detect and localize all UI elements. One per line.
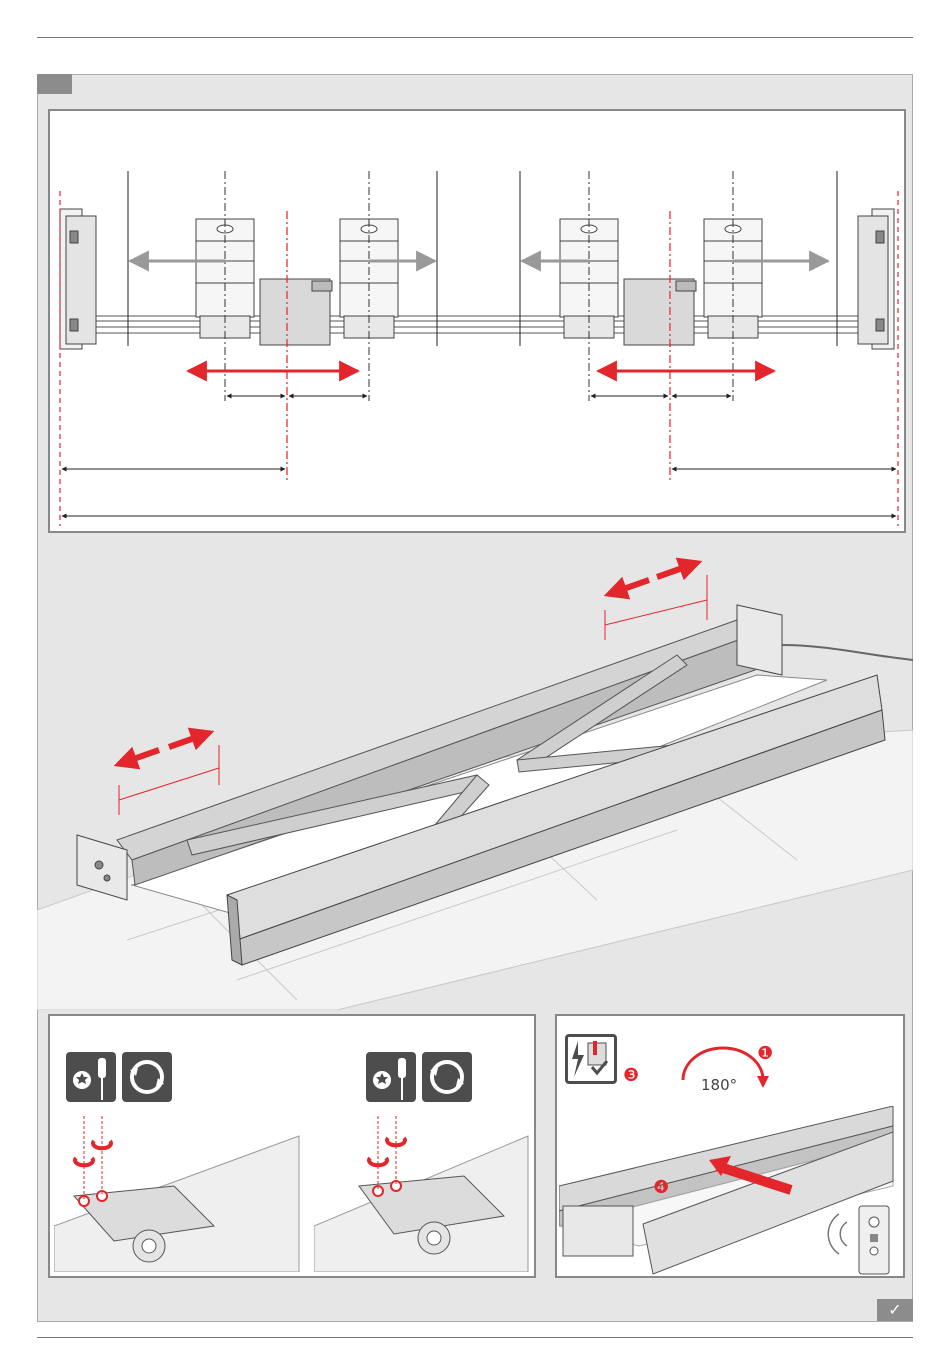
measurement-diagram: [50, 111, 904, 531]
awning-illustration: [37, 540, 913, 1010]
coupling-right: [624, 279, 696, 345]
right-end-cap: [737, 605, 782, 675]
dimension-lines: [62, 396, 896, 516]
measurement-diagram-panel: [48, 109, 906, 533]
left-end-bracket: [60, 209, 96, 349]
rotation-label: 180°: [701, 1076, 737, 1094]
power-cable: [782, 645, 913, 660]
check-icon: ✓: [888, 1300, 901, 1319]
header-rule: [37, 37, 913, 38]
torx-screwdriver-icon-2: [366, 1052, 416, 1102]
left-end-cap: [77, 835, 127, 900]
cassette-drawing: [559, 1106, 903, 1276]
torx-screwdriver-icon: [66, 1052, 116, 1102]
remote-control-icon: [828, 1206, 889, 1274]
arm-joint-right: [314, 1116, 530, 1272]
section-tab: [37, 74, 72, 94]
footer-rule: [37, 1337, 913, 1338]
arm-joint-left: [54, 1116, 304, 1272]
coupling-left: [260, 279, 332, 345]
awning-3d-drawing: [37, 540, 913, 1010]
red-center-lines: [60, 191, 898, 526]
right-end-bracket: [858, 209, 894, 349]
power-disconnect-icon: [565, 1034, 617, 1084]
screw-adjust-panel: [48, 1014, 536, 1278]
step-4-badge: ❹: [653, 1178, 669, 1198]
step-1-badge: ❶: [757, 1044, 773, 1064]
rotate-icon: [122, 1052, 172, 1102]
step-3-badge: ❸: [623, 1066, 639, 1086]
rotate-icon-2: [422, 1052, 472, 1102]
cassette-close-panel: ❸ 180° ❶ ❹: [555, 1014, 905, 1278]
check-mark-badge: ✓: [877, 1299, 913, 1321]
